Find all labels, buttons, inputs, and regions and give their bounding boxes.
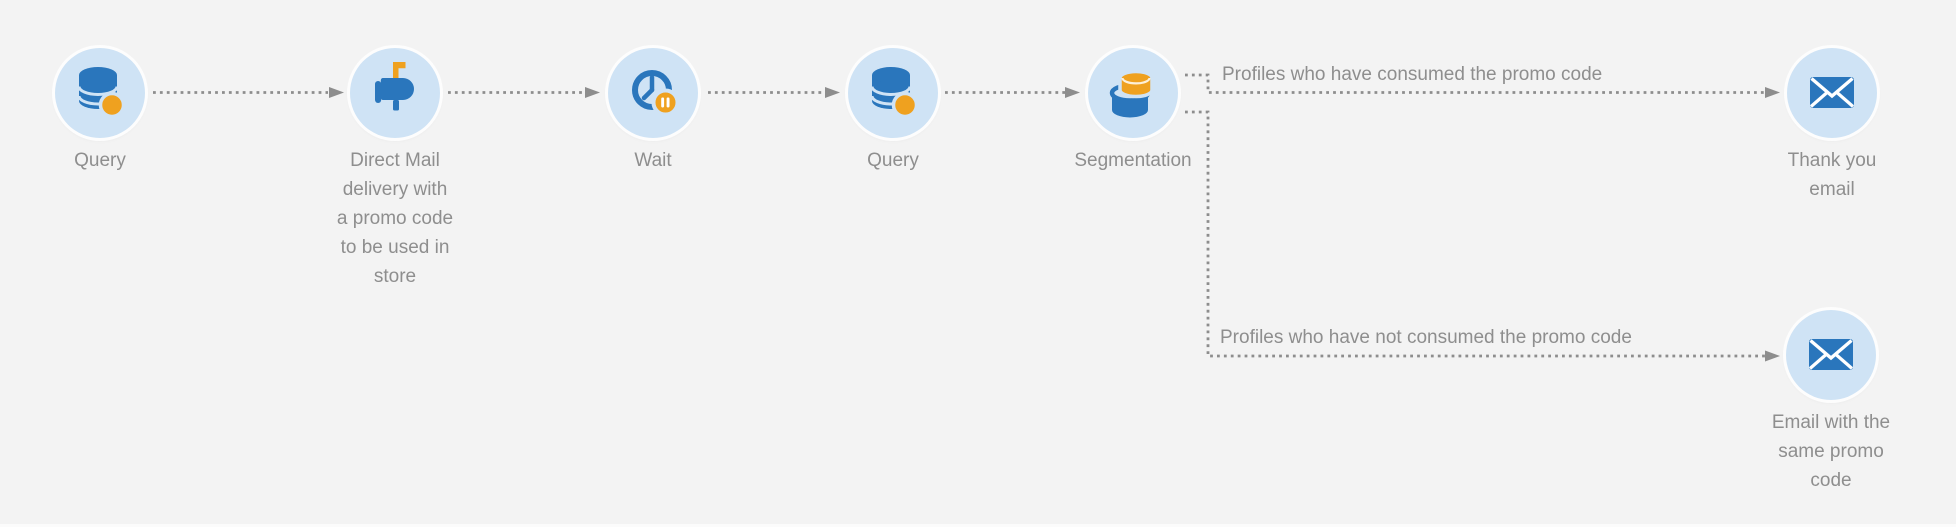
canvas-bottom-edge xyxy=(0,524,1956,527)
node-label-wait: Wait xyxy=(634,150,672,171)
activity-node-query-1[interactable] xyxy=(55,48,145,138)
node-label-query-2: Query xyxy=(867,150,919,171)
envelope-icon xyxy=(1808,339,1854,370)
arrowhead-icon xyxy=(825,87,840,98)
clock-pause-icon xyxy=(632,70,680,117)
activity-node-email-same-promo[interactable] xyxy=(1786,310,1876,400)
arrowhead-icon xyxy=(329,87,344,98)
activity-node-segmentation[interactable] xyxy=(1088,48,1178,138)
envelope-icon xyxy=(1809,77,1855,108)
transition-label-not-consumed: Profiles who have not consumed the promo… xyxy=(1220,327,1632,348)
transition-segmentation-thankyou[interactable] xyxy=(1185,73,1765,94)
node-label-email-same-promo: Email with the same promo code xyxy=(1771,412,1891,491)
transition-label-consumed: Profiles who have consumed the promo cod… xyxy=(1222,64,1603,85)
database-query-icon xyxy=(870,67,919,119)
node-label-query-1: Query xyxy=(74,150,126,171)
arrowhead-icon xyxy=(1765,350,1780,362)
mailbox-icon xyxy=(375,62,414,111)
arrowhead-icon xyxy=(585,87,600,98)
segmentation-cylinders-icon xyxy=(1109,69,1154,118)
node-label-thank-you-email: Thank you email xyxy=(1787,150,1877,200)
database-query-icon xyxy=(77,67,126,119)
arrowhead-icon xyxy=(1765,87,1780,98)
node-label-segmentation: Segmentation xyxy=(1074,150,1192,171)
node-label-direct-mail: Direct Mail delivery with a promo code t… xyxy=(336,150,454,287)
activity-node-thank-you-email[interactable] xyxy=(1787,48,1877,138)
activity-node-query-2[interactable] xyxy=(848,48,938,138)
arrowhead-icon xyxy=(1065,87,1080,98)
activity-node-wait[interactable] xyxy=(608,48,698,138)
activity-node-direct-mail[interactable] xyxy=(350,48,440,138)
transition-segmentation-samepromo[interactable] xyxy=(1185,110,1765,358)
